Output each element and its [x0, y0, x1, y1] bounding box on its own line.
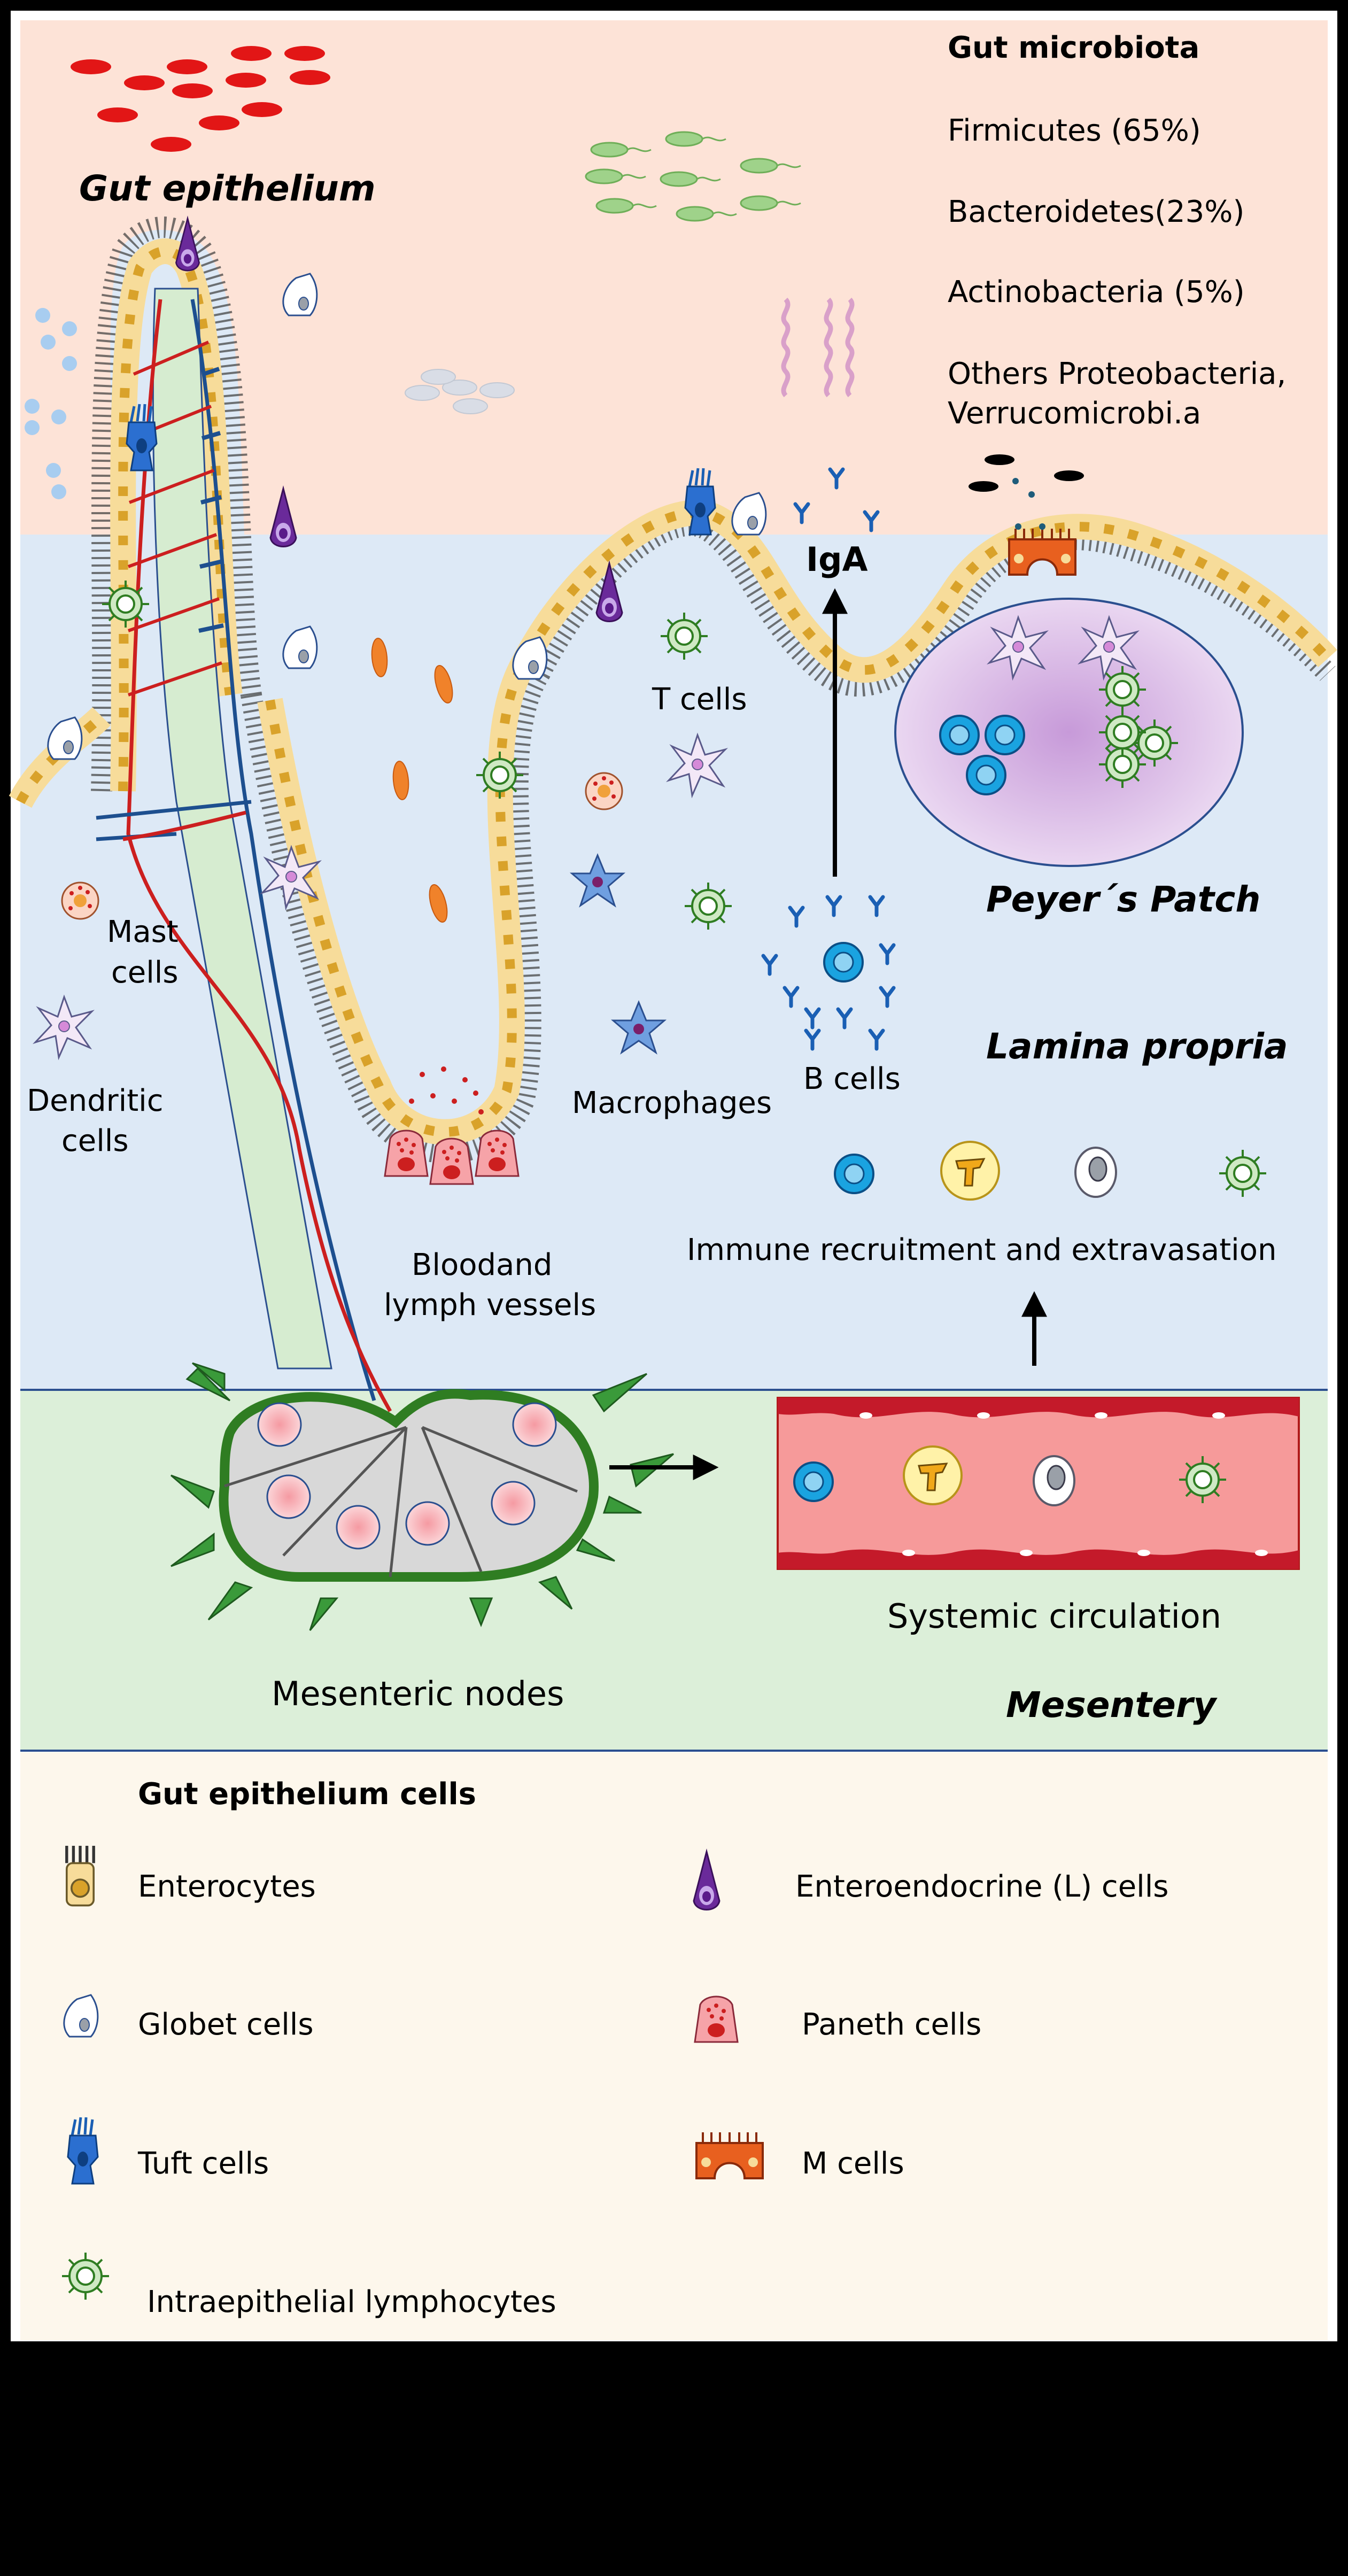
- t-cell: [660, 612, 709, 661]
- legend-m-cells-label: M cells: [802, 2146, 904, 2181]
- blue-particles: [25, 308, 77, 499]
- villus-vessels: [96, 299, 392, 1412]
- legend-enteroendocrine-label: Enteroendocrine (L) cells: [795, 1869, 1168, 1904]
- microbiota-item-actinobacteria: Actinobacteria (5%): [948, 275, 1245, 310]
- intraepithelial-lymphocyte: [475, 751, 524, 800]
- legend-iel-icon: [61, 2252, 110, 2301]
- mast-cell: [585, 772, 623, 810]
- iga-label: IgA: [806, 540, 867, 579]
- systemic-circulation-vessel: [777, 1397, 1300, 1570]
- b-cells-label: B cells: [803, 1062, 901, 1096]
- epithelium-surface: [20, 230, 1328, 1161]
- grey-bacteria: [405, 369, 515, 414]
- orange-bacteria: [371, 638, 453, 923]
- legend-enterocytes-icon: [65, 1846, 95, 1907]
- lamina-propria-title: Lamina propria: [986, 1026, 1288, 1067]
- legend: Gut epithelium cells Enterocytes Globet …: [61, 1777, 1168, 2319]
- legend-globet-label: Globet cells: [138, 2007, 314, 2042]
- pink-spirochetes: [781, 297, 855, 398]
- macrophages-label: Macrophages: [572, 1086, 772, 1120]
- peyers-patch-title: Peyer´s Patch: [986, 879, 1260, 920]
- legend-paneth-label: Paneth cells: [802, 2007, 981, 2042]
- red-bacteria: [71, 46, 330, 152]
- peyers-patch: [894, 598, 1244, 867]
- dendritic-cells-label-1: Dendritic: [27, 1084, 164, 1118]
- t-cell: [684, 881, 733, 931]
- mesenteric-node: [171, 1362, 674, 1631]
- mesenteric-nodes-label: Mesenteric nodes: [272, 1674, 564, 1713]
- legend-tuft-label: Tuft cells: [137, 2146, 269, 2181]
- vessels-label-2: lymph vessels: [384, 1288, 596, 1322]
- microbiota-title: Gut microbiota: [948, 30, 1199, 65]
- mesentery-title: Mesentery: [1006, 1684, 1218, 1726]
- dendritic-cells-label-2: cells: [61, 1124, 129, 1158]
- legend-title: Gut epithelium cells: [138, 1777, 476, 1812]
- systemic-circulation-label: Systemic circulation: [887, 1597, 1221, 1636]
- legend-iel-label: Intraepithelial lymphocytes: [147, 2285, 556, 2319]
- mast-cells-label-1: Mast: [107, 915, 179, 949]
- microbiota-item-firmicutes: Firmicutes (65%): [948, 113, 1201, 148]
- mast-cell: [61, 881, 99, 920]
- t-cells-label: T cells: [652, 682, 747, 717]
- mast-cells-label-2: cells: [111, 955, 179, 990]
- microbiota-item-verrucomicrobia: Verrucomicrobi.a: [948, 396, 1201, 431]
- microbiota-item-bacteroidetes: Bacteroidetes(23%): [948, 195, 1244, 229]
- legend-enterocytes-label: Enterocytes: [138, 1869, 316, 1904]
- paneth-cells: [384, 1130, 520, 1185]
- antimicrobial-dots: [409, 1066, 484, 1115]
- immune-recruitment-label: Immune recruitment and extravasation: [687, 1233, 1276, 1267]
- intraepithelial-lymphocyte: [101, 579, 150, 629]
- legend-region: [20, 1752, 1328, 2340]
- gut-epithelium-title: Gut epithelium: [79, 168, 376, 209]
- microbiota-item-others: Others Proteobacteria,: [948, 357, 1286, 391]
- legend-paneth-icon: [694, 1995, 739, 2043]
- black-particles: [969, 454, 1084, 492]
- microbiota-list: Gut microbiota Firmicutes (65%) Bacteroi…: [948, 30, 1286, 431]
- vessels-label-1: Bloodand: [412, 1248, 552, 1282]
